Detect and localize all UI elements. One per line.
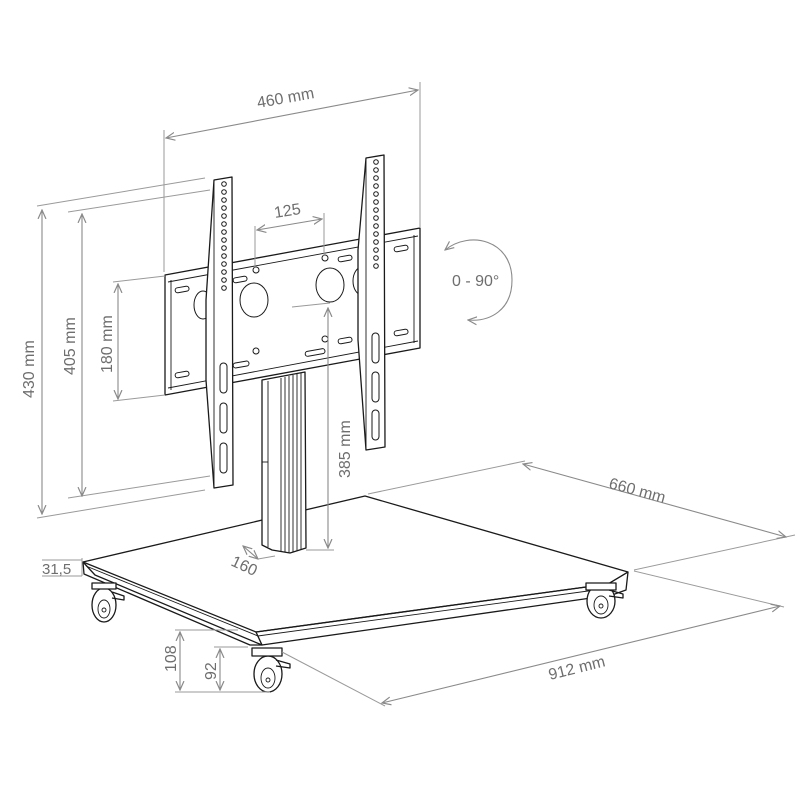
- label-vesa-vertical: 180 mm: [99, 315, 116, 373]
- dimension-vesa-horizontal: 125: [254, 201, 325, 268]
- label-bracket-width: 460 mm: [256, 85, 316, 112]
- base-plate: [82, 495, 629, 646]
- label-column-height: 385 mm: [337, 420, 354, 478]
- dimension-upright-height: 405 mm: [62, 189, 211, 499]
- dimension-base-thickness: 31,5: [42, 558, 83, 578]
- dimension-castor-height: 92: [203, 646, 248, 690]
- label-base-thickness: 31,5: [42, 561, 71, 578]
- label-height-with-castors: 108: [163, 645, 180, 672]
- upright-right: [357, 154, 386, 451]
- label-base-depth: 660 mm: [607, 475, 667, 506]
- castor-front-right: [585, 582, 624, 619]
- label-overall-upright-height: 430 mm: [21, 340, 38, 398]
- rotation-indicator: 0 - 90°: [445, 239, 513, 320]
- label-base-width: 912 mm: [547, 653, 607, 683]
- dimension-overall-upright-height: 430 mm: [21, 177, 206, 519]
- label-rotation: 0 - 90°: [452, 273, 499, 290]
- dimension-height-with-castors: 108: [163, 629, 270, 693]
- column: [261, 371, 307, 554]
- dimension-vesa-vertical: 180 mm: [99, 275, 166, 402]
- upright-left: [205, 176, 234, 489]
- dimension-column-height: 385 mm: [291, 302, 354, 551]
- castor-rear-left: [91, 582, 125, 623]
- label-vesa-horizontal: 125: [273, 201, 302, 222]
- label-upright-height: 405 mm: [62, 317, 79, 375]
- label-castor-height: 92: [203, 662, 220, 680]
- castor-front-left: [251, 647, 291, 693]
